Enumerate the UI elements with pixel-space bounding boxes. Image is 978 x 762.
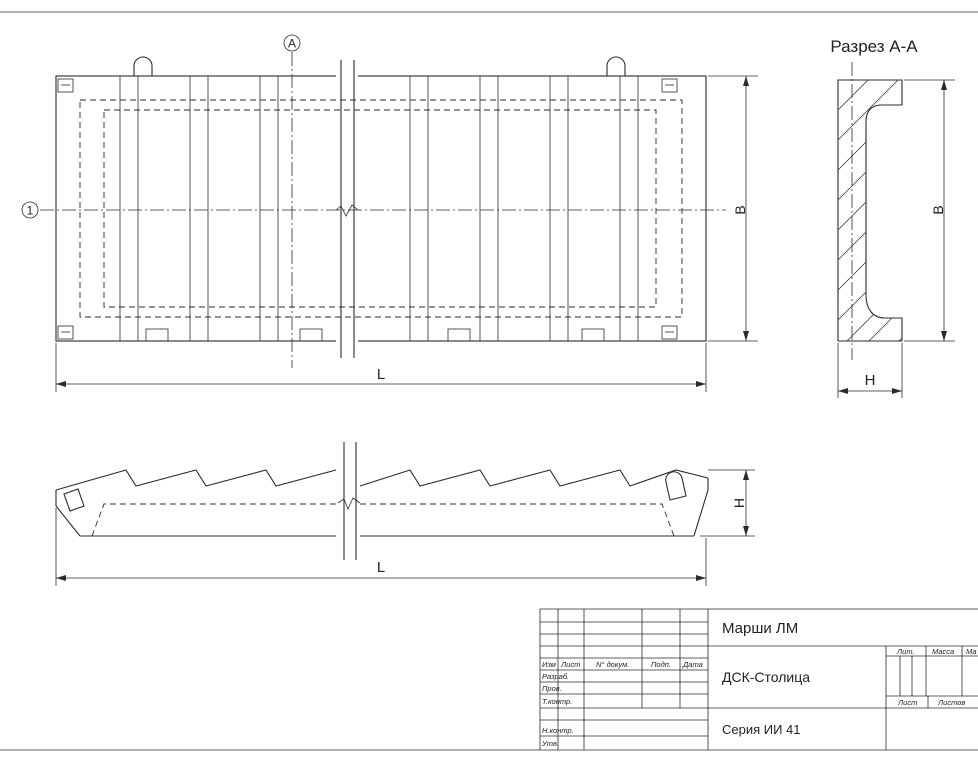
svg-text:Изм: Изм — [542, 660, 556, 669]
title-block-org: ДСК-Столица — [722, 669, 810, 685]
svg-text:В: В — [732, 205, 748, 214]
svg-text:Подп.: Подп. — [651, 660, 671, 669]
section-title: Разрез А-А — [830, 37, 918, 56]
plan-view — [40, 52, 726, 368]
svg-text:N° докум.: N° докум. — [596, 660, 629, 669]
section-marker-a: А — [283, 34, 301, 52]
svg-text:Н.контр.: Н.контр. — [542, 726, 574, 735]
dimension-l-side: L — [55, 508, 707, 586]
svg-text:Лист: Лист — [560, 660, 580, 669]
dimension-b-section: В — [904, 79, 955, 342]
svg-text:L: L — [377, 559, 385, 576]
svg-text:Лист: Лист — [897, 698, 917, 707]
section-a-a — [837, 62, 903, 360]
dimension-l-plan: L — [55, 343, 707, 392]
svg-text:Лит.: Лит. — [896, 647, 915, 656]
svg-text:Дата: Дата — [682, 660, 703, 669]
dimension-b-plan: В — [708, 75, 758, 342]
svg-text:L: L — [377, 366, 385, 383]
svg-text:Пров.: Пров. — [542, 684, 562, 693]
svg-text:Утв.: Утв. — [541, 739, 559, 748]
axis-marker-1: 1 — [21, 201, 39, 219]
title-block-title: Марши ЛМ — [722, 620, 798, 637]
svg-text:Т.контр.: Т.контр. — [542, 697, 572, 706]
svg-text:Н: Н — [731, 498, 747, 508]
svg-text:Масса: Масса — [932, 647, 954, 656]
svg-text:Листов: Листов — [937, 698, 965, 707]
svg-text:В: В — [930, 205, 946, 214]
svg-text:Ма: Ма — [966, 647, 977, 656]
dimension-h-section: Н — [837, 343, 903, 398]
dimension-h-side: Н — [700, 469, 755, 537]
title-block: Изм Лист N° докум. Подп. Дата Разраб. Пр… — [539, 608, 978, 750]
svg-text:Н: Н — [865, 372, 876, 389]
svg-text:Разраб.: Разраб. — [542, 672, 569, 681]
svg-text:А: А — [288, 37, 296, 51]
svg-text:1: 1 — [27, 204, 34, 218]
side-view — [55, 442, 709, 560]
title-block-series: Серия ИИ 41 — [722, 722, 801, 737]
